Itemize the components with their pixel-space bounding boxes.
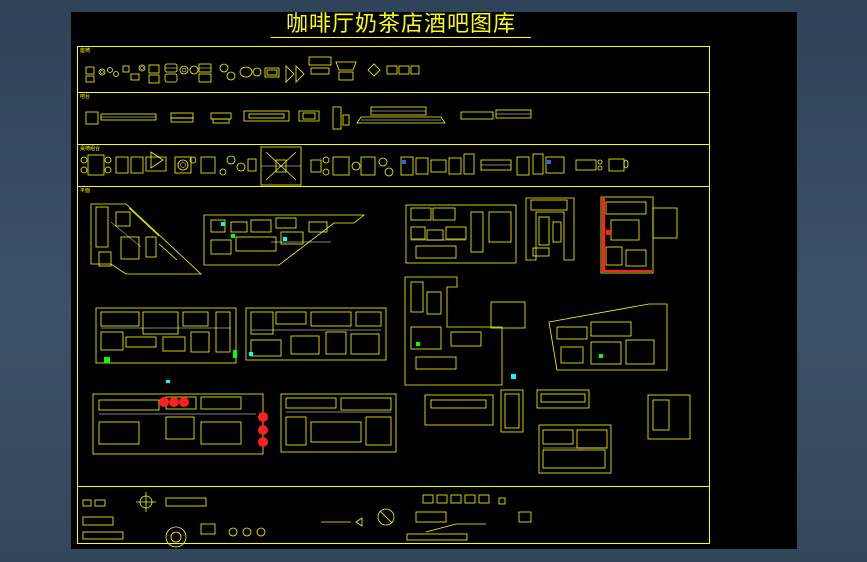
title-underline — [271, 37, 531, 38]
floor-plan-2 — [203, 214, 366, 266]
plan-white-detail-lines — [99, 221, 607, 449]
floor-plan-9 — [548, 303, 668, 371]
floor-plan-10-red-accents — [159, 397, 268, 447]
section-divider-3 — [77, 186, 710, 187]
table-set-blocks-row — [80, 146, 629, 186]
floor-plan-8 — [404, 276, 526, 386]
table-set-blue-accents — [402, 160, 551, 164]
floor-plan-5 — [600, 196, 678, 274]
table-set-detail-lines — [180, 162, 511, 168]
section-label-chairs: 座椅 — [80, 48, 91, 54]
cad-geometry — [80, 56, 691, 548]
bar-counter-detail-lines — [101, 110, 531, 121]
section-divider-4 — [77, 486, 710, 487]
chair-blocks-row — [85, 56, 420, 84]
floor-plan-3 — [405, 204, 517, 264]
floor-plan-7 — [245, 307, 387, 361]
drawing-frame — [77, 46, 710, 544]
section-divider-2 — [77, 144, 710, 145]
floor-plan-10 — [92, 393, 264, 455]
bar-counter-blocks-row — [85, 106, 532, 130]
floor-plan-12 — [424, 389, 691, 474]
floor-plan-1 — [90, 203, 203, 275]
symbol-blocks-row — [82, 492, 532, 548]
section-divider-1 — [77, 92, 710, 93]
cad-drawing-canvas[interactable]: 咖啡厅奶茶店酒吧图库 座椅 吧台 桌椅组合 平面 — [71, 12, 797, 549]
section-label-floor-plans: 平面 — [80, 188, 91, 194]
floor-plan-4 — [525, 197, 575, 261]
plan-cyan-accents — [166, 222, 516, 383]
drawing-title: 咖啡厅奶茶店酒吧图库 — [285, 12, 516, 37]
floor-plan-5-red-accents — [602, 198, 652, 272]
chair-detail-lines — [100, 66, 211, 74]
section-label-bar-counters: 吧台 — [80, 94, 91, 100]
floor-plan-11 — [280, 393, 397, 453]
section-label-table-sets: 桌椅组合 — [80, 146, 101, 152]
floor-plan-6 — [95, 307, 237, 364]
plan-green-accents — [104, 234, 603, 363]
